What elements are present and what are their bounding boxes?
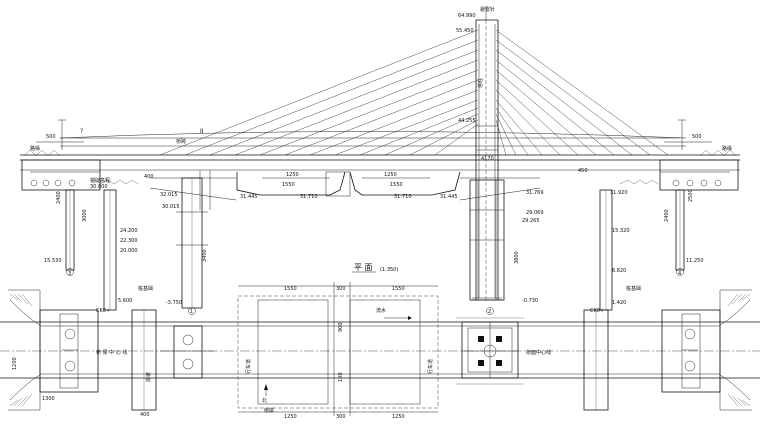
center-pile-elev: 29.265	[522, 218, 540, 224]
tower-deck-dim: 4170	[481, 156, 494, 162]
deck-elev-left: 32.015	[160, 192, 178, 198]
plan-dim-300-2: 300	[336, 414, 346, 420]
deck-elev-left3: 31.445	[240, 194, 258, 200]
deck	[20, 131, 740, 210]
plan-scale: (1:350)	[380, 267, 398, 273]
tower-upper-elev: 55.450	[456, 28, 474, 34]
left-pier-plan: 400 岸坡	[131, 309, 214, 418]
plan-north-sub: 南岸	[264, 407, 274, 414]
left-pile-bot: 15.530	[44, 258, 62, 264]
tower-plan-road: 桥面中心线	[526, 349, 551, 356]
deck-elev-left2: 30.015	[162, 204, 180, 210]
left-pier	[176, 177, 208, 315]
box-dim-400: 400	[144, 174, 154, 180]
section-mark-ii: II	[200, 128, 204, 135]
deck-elev-right2: 31.769	[526, 190, 544, 196]
plan-dim-1550-left: 1550	[284, 286, 297, 292]
left-pile-bot2: 5.600	[118, 298, 132, 304]
tag-1: 1	[190, 309, 193, 315]
plan-arrow-label: 流水	[376, 307, 386, 314]
left-pile-len2: 3000	[82, 209, 88, 222]
left-abutment-plan: 1200 1300	[8, 289, 99, 411]
center-pier-bot: -0.730	[522, 298, 538, 304]
left-pile-len: 2400	[56, 191, 62, 204]
tag-3-left: 3	[68, 271, 71, 277]
deck-elev-mid2: 31.710	[394, 194, 412, 200]
left-abut-plan-dim: 1200	[12, 357, 18, 370]
tower	[472, 6, 502, 301]
section-mark-left: ?	[80, 128, 83, 135]
left-pier-plan-dim: 400	[140, 412, 150, 418]
left-abut-plan-dim2: 1300	[42, 396, 55, 402]
tower-top-note: 避雷针	[480, 6, 495, 13]
left-pier-plan-lab: 岸坡	[145, 372, 152, 382]
right-pile-elev2: 6.820	[612, 268, 626, 274]
right-abutment-plan	[583, 289, 752, 411]
tower-plan: 桥面中心线	[456, 317, 551, 385]
right-abut-dim: 500	[692, 134, 702, 140]
tag-4: 4	[678, 271, 681, 277]
left-pier-bot: -3.750	[166, 300, 182, 306]
plan-dim-1250-left: 1250	[284, 414, 297, 420]
right-pile-bot: 1.420	[612, 300, 626, 306]
plan-dim-1550-right: 1550	[392, 286, 405, 292]
left-pile-elev3: 20.000	[120, 248, 138, 254]
plan-main-span: 1550 300 1550 1250 300 1250 900 100 行车道 …	[96, 282, 439, 420]
left-pile-elev2: 22.300	[120, 238, 138, 244]
left-elev-lab: 锚碇高程	[90, 177, 110, 184]
span-1550-left: 1550	[282, 182, 295, 188]
abut-left-label: CK0+	[96, 308, 110, 314]
right-abut-label: 路缘	[722, 145, 732, 152]
pile-note: 桩基础	[138, 285, 153, 292]
span-1250-left: 1250	[286, 172, 299, 178]
tower-deck-label: 塔柱	[477, 78, 484, 88]
right-pile-elev1: 15.320	[612, 228, 630, 234]
span-1550-right: 1550	[390, 182, 403, 188]
tower-anchor-elev: 44.255	[458, 118, 476, 124]
right-pile-len3: 2500	[688, 189, 694, 202]
abut-left-label2: CK0+	[590, 308, 604, 314]
left-elev-30: 30.800	[90, 184, 108, 190]
left-abut-dim: 500	[46, 134, 56, 140]
plan-dim-1250-right: 1250	[392, 414, 405, 420]
tower-top-elev: 64.990	[458, 13, 476, 19]
left-abut-label: 路缘	[30, 145, 40, 152]
deck-elev-mid: 31.710	[300, 194, 318, 200]
right-450: 450	[578, 168, 588, 174]
span-1250-right: 1250	[384, 172, 397, 178]
deck-elev-right3: 29.069	[526, 210, 544, 216]
elevation-view: 64.990 避雷针 55.450 44.255 4170 塔柱 500 路缘 …	[20, 6, 740, 315]
right-pile-bot2: 11.250	[686, 258, 704, 264]
plan-title: 平 面	[354, 263, 373, 272]
right-pile-len: 2400	[664, 209, 670, 222]
left-abutment	[21, 119, 139, 311]
span-left-label: 桥跨	[176, 138, 186, 145]
tag-2: 2	[488, 309, 491, 315]
plan-dim-100: 100	[338, 372, 344, 382]
left-stay-cables	[159, 29, 479, 156]
center-pier	[469, 179, 505, 315]
plan-road-label: 桥 梁 中 心 线	[96, 349, 127, 356]
pile-note2: 桩基础	[626, 285, 641, 292]
plan-lane-left: 行车道	[245, 359, 252, 374]
center-pier-len: 3800	[514, 251, 520, 264]
plan-view: 1200 1300 400 岸坡 1550 300 1550 1250	[0, 282, 760, 420]
left-pier-len: 3400	[202, 249, 208, 262]
plan-dim-300: 300	[336, 286, 346, 292]
left-pile-elev1: 24.200	[120, 228, 138, 234]
plan-dim-900: 900	[338, 322, 344, 332]
deck-elev-right: 31.445	[440, 194, 458, 200]
plan-north-label: 北	[262, 397, 267, 404]
right-elev-31: 31.920	[610, 190, 628, 196]
plan-lane-right: 行车道	[427, 359, 434, 374]
